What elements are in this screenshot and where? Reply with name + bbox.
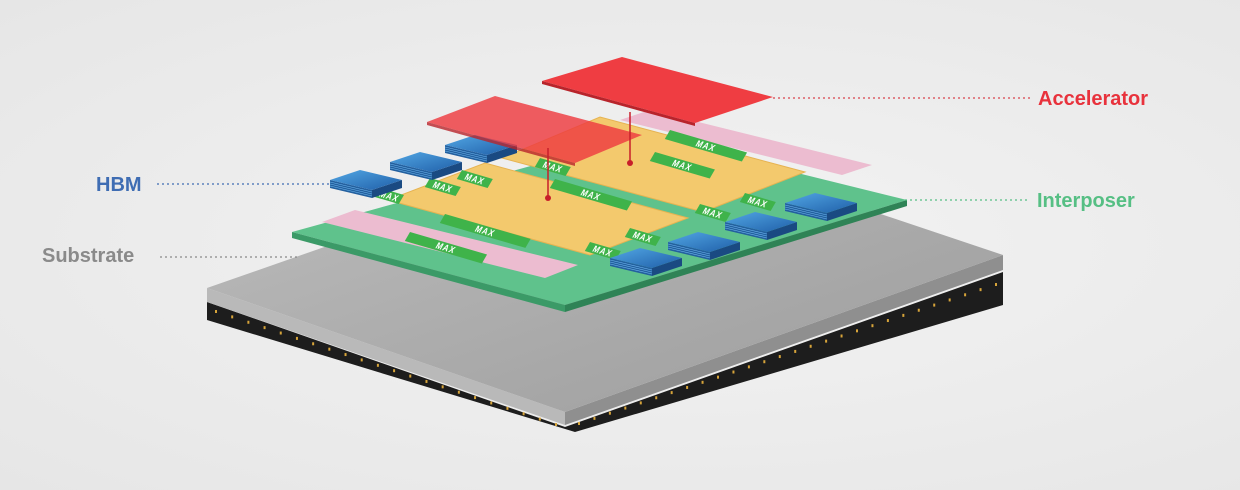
solder-contact [886,319,889,323]
max-chip-block: MAX [584,242,621,260]
solder-contact [376,363,379,367]
hbm-stack [667,232,740,260]
solder-contact [933,303,936,307]
solder-contact [763,360,766,364]
solder-contact [409,374,412,378]
accelerator-label: Accelerator [1038,88,1149,110]
solder-contact [670,391,673,395]
max-chip-block: MAX [549,179,633,211]
solder-contact [717,375,719,379]
solder-contact [490,401,493,405]
max-chip-label: MAX [541,160,565,175]
solder-contact [701,380,704,384]
max-chip-block: MAX [439,214,531,248]
max-chip-label: MAX [591,244,615,259]
solder-contact [639,401,642,405]
accelerator-die-left [427,96,642,163]
solder-contact [279,331,282,335]
max-chip-block: MAX [649,152,715,179]
max-chip-label: MAX [746,195,770,210]
solder-contact [457,390,460,394]
solder-contact [328,347,331,351]
solder-contact [538,417,541,421]
solder-contact [608,411,611,415]
solder-contact [344,353,347,357]
solder-contact [917,308,920,312]
max-chip-label: MAX [579,187,603,202]
max-chip-label: MAX [670,158,694,173]
hbm-stack [609,248,682,276]
solder-contact [856,329,858,333]
max-chip-block: MAX [404,232,488,264]
solder-contact [747,365,750,369]
hbm-stack [724,212,797,240]
solder-contact [593,416,596,420]
max-chip-block: MAX [664,130,748,162]
hbm-stack [389,152,462,180]
substrate-contacts [215,283,997,426]
hbm-stack [784,193,857,221]
solder-contact [474,396,477,400]
max-chip-label: MAX [631,230,655,245]
solder-contact [902,313,905,317]
max-chip-label: MAX [431,180,455,195]
solder-contact [215,310,217,313]
solder-contact [778,355,781,359]
solder-contact [995,283,997,286]
solder-contact [555,423,557,426]
interposer-label: Interposer [1037,190,1135,212]
accelerator-die-right [542,57,773,123]
solder-contact [506,406,509,410]
max-chip-label: MAX [701,206,725,221]
hbm-stack [329,170,402,198]
solder-contact [979,288,982,292]
max-chip-block: MAX [739,193,776,211]
solder-contact [825,339,828,343]
solder-contact [655,396,658,400]
solder-contact [578,422,580,425]
max-chip-label: MAX [694,138,718,153]
solder-contact [393,369,396,373]
solder-contact [247,320,250,324]
solder-contact [425,379,428,383]
hbm-stack [444,135,517,163]
max-chip-block: MAX [694,204,731,222]
max-chip-label: MAX [473,223,497,238]
substrate-label: Substrate [42,245,135,267]
solder-contact [295,336,298,340]
solder-contact [231,315,234,319]
max-chip-block: MAX [424,178,461,196]
solder-contact [624,406,627,410]
io-die-back [620,110,872,175]
solder-contact [871,324,874,328]
solder-contact [522,412,525,416]
max-chip-label: MAX [463,172,487,187]
accelerator-layer [427,57,773,201]
solder-contact [312,342,315,346]
hbm-stacks [329,135,857,276]
solder-contact [809,344,812,348]
max-chip-block: MAX [456,170,493,188]
solder-contact [948,298,951,302]
max-chip-block: MAX [534,158,571,176]
solder-contact [794,349,797,353]
solder-contact [360,358,363,362]
solder-contact [441,385,444,389]
solder-contact [686,385,689,389]
solder-contact [964,293,967,297]
hbm-label: HBM [96,174,142,196]
solder-contact [732,370,735,374]
solder-contact [263,326,266,330]
max-chip-block: MAX [624,228,661,246]
max-chip-label: MAX [434,240,458,255]
solder-contact [840,334,843,338]
